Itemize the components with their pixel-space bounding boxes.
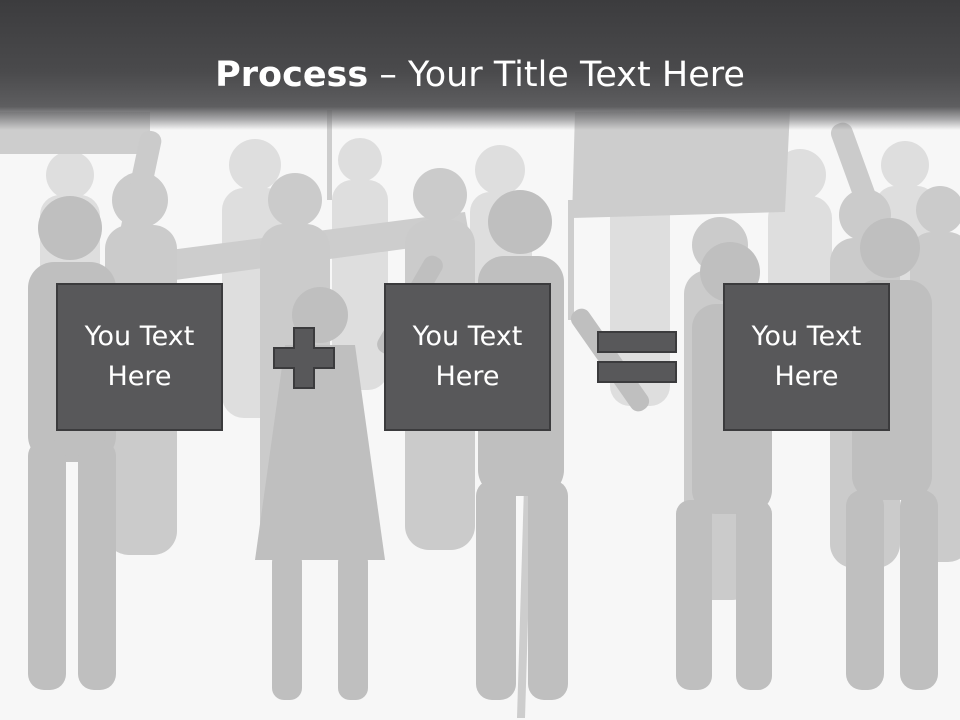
plus-icon (273, 327, 335, 389)
process-box-3[interactable]: You Text Here (723, 283, 890, 431)
title-bar (0, 0, 960, 130)
slide-title: Process – Your Title Text Here (0, 52, 960, 98)
title-rest: Your Title Text Here (407, 55, 745, 95)
equals-icon (597, 331, 677, 383)
process-box-1[interactable]: You Text Here (56, 283, 223, 431)
title-bold-part: Process (215, 55, 369, 95)
title-dash: – (368, 55, 408, 95)
process-box-2[interactable]: You Text Here (384, 283, 551, 431)
